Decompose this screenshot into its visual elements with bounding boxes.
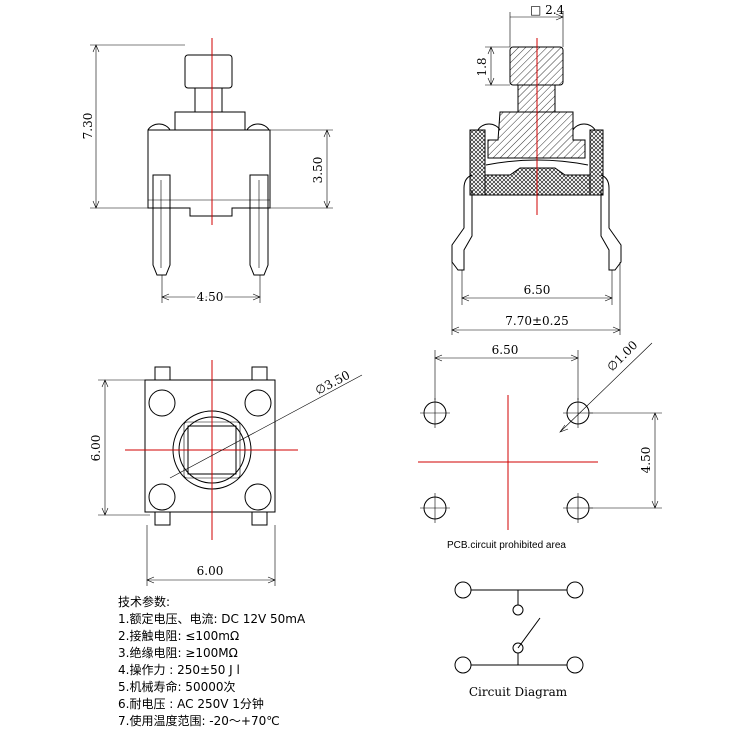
pcb-layout-view: 6.50 4.50 ∅1.00 PCB.circuit prohibited a…: [418, 338, 662, 551]
button-diameter-label: ∅3.50: [313, 368, 352, 398]
top-view: ∅3.50 6.00 6.00: [89, 360, 363, 586]
pcb-hole-diameter-label: ∅1.00: [604, 338, 640, 374]
front-pin-spacing-label: 4.50: [197, 290, 224, 304]
spec-item: 6.耐电压 : AC 250V 1分钟: [118, 696, 264, 711]
overall-width-label: 7.70±0.25: [505, 314, 569, 328]
spec-item: 5.机械寿命: 50000次: [118, 679, 235, 694]
pcb-caption: PCB.circuit prohibited area: [447, 540, 566, 551]
specs-title: 技术参数:: [118, 594, 170, 609]
spec-item: 7.使用温度范围: -20～+70℃: [118, 713, 280, 728]
spec-item: 1.额定电压、电流: DC 12V 50mA: [118, 611, 306, 626]
cap-size-label: □ 2.4: [530, 3, 565, 17]
front-height-label: 7.30: [81, 113, 95, 140]
top-height-label: 6.00: [89, 435, 103, 462]
circuit-diagram: Circuit Diagram: [454, 581, 584, 699]
spec-item: 3.绝缘电阻: ≥100MΩ: [118, 645, 238, 660]
spec-item: 4.操作力 : 250±50 J l: [118, 662, 240, 677]
circuit-caption: Circuit Diagram: [469, 685, 568, 699]
pcb-spacing-y-label: 4.50: [639, 447, 653, 474]
technical-specs: 技术参数: 1.额定电压、电流: DC 12V 50mA 2.接触电阻: ≤10…: [118, 594, 306, 728]
pcb-spacing-x-label: 6.50: [492, 343, 519, 357]
top-width-label: 6.00: [197, 564, 224, 578]
lead-spacing-label: 6.50: [524, 283, 551, 297]
cap-height-label: 1.8: [475, 57, 489, 76]
spec-item: 2.接触电阻: ≤100mΩ: [118, 628, 239, 643]
front-body-height-label: 3.50: [311, 157, 325, 184]
front-view: 7.30 3.50 4.50: [81, 38, 333, 306]
section-view: □ 2.4 1.8 6.50 7.70±0.25: [451, 3, 622, 335]
